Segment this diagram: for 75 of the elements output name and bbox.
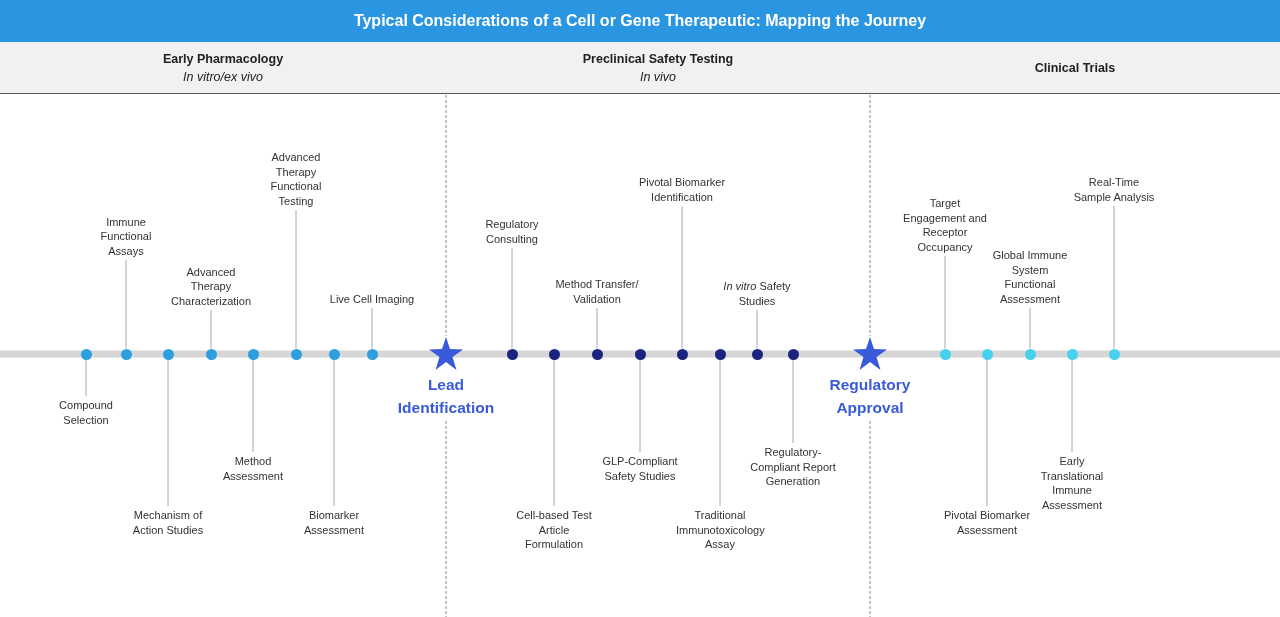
timeline-dot <box>328 348 340 360</box>
step-label: GLP-Compliant Safety Studies <box>596 454 684 483</box>
title-banner: Typical Considerations of a Cell or Gene Therapeutic: Mapping the Journey <box>0 0 1280 42</box>
leader-line <box>756 309 758 349</box>
milestone-label: Regulatory Approval <box>828 375 912 418</box>
leader-line <box>85 359 87 397</box>
timeline-dot <box>676 348 688 360</box>
phase-subtitle: In vivo <box>639 68 677 86</box>
step-label: Live Cell Imaging <box>328 291 416 306</box>
phase-subtitle: In vitro/ex vivo <box>183 68 263 86</box>
step-label: Regulatory Consulting <box>468 217 556 246</box>
milestone-label: Lead Identification <box>396 375 496 418</box>
timeline-dot <box>751 348 763 360</box>
step-label: Pivotal Biomarker Assessment <box>943 508 1031 537</box>
timeline-dot <box>205 348 217 360</box>
step-label: Cell-based Test Article Formulation <box>510 508 598 552</box>
timeline-dot <box>939 348 951 360</box>
milestone-star <box>853 337 887 370</box>
leader-line <box>333 359 335 507</box>
step-label: Pivotal Biomarker Identification <box>638 175 726 204</box>
leader-line <box>210 309 212 349</box>
step-label: Biomarker Assessment <box>290 508 378 537</box>
leader-line <box>944 255 946 349</box>
step-label: Regulatory-Compliant Report Generation <box>749 445 837 489</box>
phase-heading: Preclinical Safety Testing <box>582 50 734 68</box>
leader-line <box>639 359 641 453</box>
timeline-dot <box>1108 348 1120 360</box>
step-label: Method Assessment <box>209 454 297 483</box>
phase-header-band <box>870 42 1280 94</box>
leader-line <box>125 259 127 349</box>
leader-line <box>252 359 254 453</box>
step-label: Immune Functional Assays <box>82 214 170 258</box>
leader-line <box>719 359 721 507</box>
milestone-star <box>429 337 463 370</box>
leader-line <box>792 359 794 444</box>
timeline-dot <box>548 348 560 360</box>
timeline-dot <box>714 348 726 360</box>
step-label: Compound Selection <box>42 398 130 427</box>
step-label: Traditional Immunotoxicology Assay <box>676 508 764 552</box>
timeline-dot <box>634 348 646 360</box>
timeline-dot <box>591 348 603 360</box>
timeline-dot <box>981 348 993 360</box>
step-label: Advanced Therapy Functional Testing <box>252 150 340 208</box>
leader-line <box>167 359 169 507</box>
timeline-dot <box>247 348 259 360</box>
timeline-dot <box>1066 348 1078 360</box>
leader-line <box>596 307 598 349</box>
timeline-dot <box>506 348 518 360</box>
timeline-dot <box>80 348 92 360</box>
phase-heading: Clinical Trials <box>1034 59 1116 77</box>
step-label: Method Transfer/ Validation <box>553 277 641 306</box>
timeline-dot <box>366 348 378 360</box>
step-label: Advanced Therapy Characterization <box>167 264 255 308</box>
leader-line <box>1029 307 1031 349</box>
phase-heading: Early Pharmacology <box>162 50 284 68</box>
leader-line <box>681 205 683 349</box>
timeline-dot <box>162 348 174 360</box>
leader-line <box>511 247 513 349</box>
leader-line <box>371 307 373 349</box>
phase-header-band <box>0 42 446 94</box>
timeline-dot <box>120 348 132 360</box>
leader-line <box>553 359 555 507</box>
leader-line <box>295 209 297 349</box>
step-label: Target Engagement and Receptor Occupancy <box>901 196 989 254</box>
leader-line <box>1113 205 1115 349</box>
timeline-dot <box>290 348 302 360</box>
step-label: In vitro Safety Studies <box>713 279 801 308</box>
leader-line <box>1071 359 1073 453</box>
step-label: Early Translational Immune Assessment <box>1028 454 1116 512</box>
step-label: Global Immune System Functional Assessment <box>986 248 1074 306</box>
step-label: Real-Time Sample Analysis <box>1070 175 1158 204</box>
leader-line <box>986 359 988 507</box>
timeline-dot <box>787 348 799 360</box>
step-label: Mechanism of Action Studies <box>124 508 212 537</box>
timeline-dot <box>1024 348 1036 360</box>
